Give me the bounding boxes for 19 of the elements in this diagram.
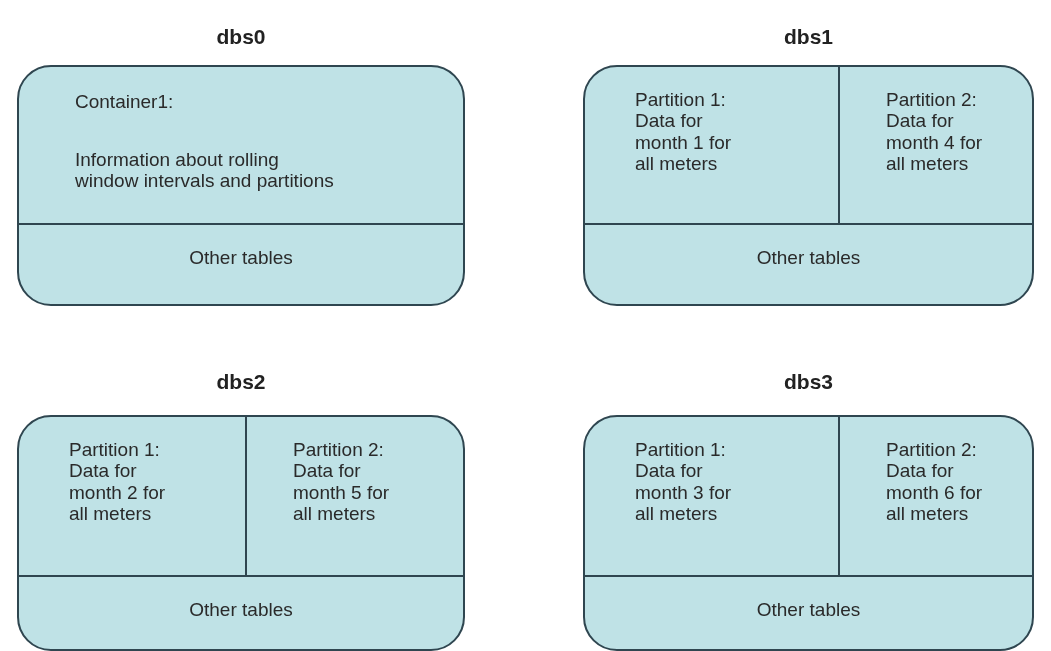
partition-text: Partition 1: Data for month 1 for all meters xyxy=(635,89,733,175)
partition-section xyxy=(838,415,1034,577)
partition-text: Partition 1: Data for month 2 for all meters xyxy=(69,439,167,525)
partition-text: Partition 1: Data for month 3 for all meters xyxy=(635,439,733,525)
section-text: Other tables xyxy=(189,599,293,621)
database-heading: dbs0 xyxy=(216,25,266,49)
partition-section xyxy=(245,415,465,577)
section-text: Other tables xyxy=(189,247,293,269)
partition-text: Partition 2: Data for month 5 for all meters xyxy=(293,439,391,525)
database-heading: dbs2 xyxy=(216,370,266,394)
partition-section xyxy=(838,65,1034,225)
section-text: Other tables xyxy=(756,247,861,269)
partition-text: Partition 2: Data for month 6 for all meters xyxy=(886,439,984,525)
section-text: Other tables xyxy=(756,599,861,621)
database-heading: dbs3 xyxy=(784,370,833,394)
partition-text: Partition 2: Data for month 4 for all meters xyxy=(886,89,984,175)
container-description: Information about rolling window intervals and partitions xyxy=(75,149,335,192)
container-title: Container1: xyxy=(75,91,175,113)
database-heading: dbs1 xyxy=(784,25,833,49)
